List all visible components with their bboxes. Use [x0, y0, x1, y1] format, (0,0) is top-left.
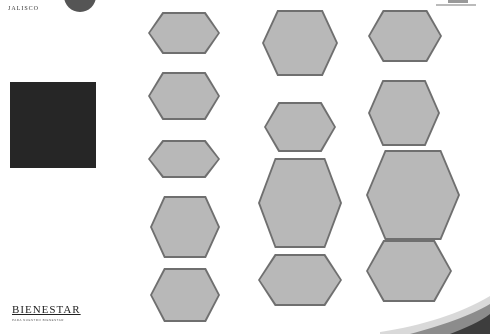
hexagon-card: [148, 140, 220, 178]
hexagon-card: [150, 196, 220, 258]
hexagon-text: [260, 160, 340, 246]
brand-tagline: PARA NUESTRO BIENESTAR: [12, 318, 64, 322]
logo-underline: [436, 4, 476, 6]
hexagon-text: [370, 12, 440, 60]
government-seal-icon: [64, 0, 96, 12]
hexagon-card: [366, 240, 452, 302]
hexagon-text: [152, 198, 218, 256]
brand-wordmark: BIENESTAR: [12, 304, 81, 316]
hexagon-text: [368, 242, 450, 300]
hexagon-card: [148, 72, 220, 120]
logo-mark-icon: [448, 0, 468, 3]
hexagon-card: [366, 150, 460, 240]
state-name: JALISCO: [8, 6, 39, 12]
hexagon-card: [150, 268, 220, 322]
hexagon-card: [368, 10, 442, 62]
header-logo-area: JALISCO: [4, 0, 64, 18]
hexagon-card: [258, 158, 342, 248]
decorative-swoosh-icon: [380, 296, 490, 334]
hexagon-text: [370, 82, 438, 144]
hexagon-card: [262, 10, 338, 76]
hexagon-text: [150, 74, 218, 118]
hexagon-card: [258, 254, 342, 306]
hexagon-text: [150, 14, 218, 52]
hexagon-card: [368, 80, 440, 146]
hexagon-card: [264, 102, 336, 152]
hexagon-text: [264, 12, 336, 74]
hexagon-text: [150, 142, 218, 176]
image-placeholder-panel: [10, 82, 96, 168]
hexagon-text: [266, 104, 334, 150]
header-right-logo: [432, 0, 476, 10]
hexagon-text: [368, 152, 458, 238]
hexagon-text: [260, 256, 340, 304]
hexagon-card: [148, 12, 220, 54]
hexagon-text: [152, 270, 218, 320]
